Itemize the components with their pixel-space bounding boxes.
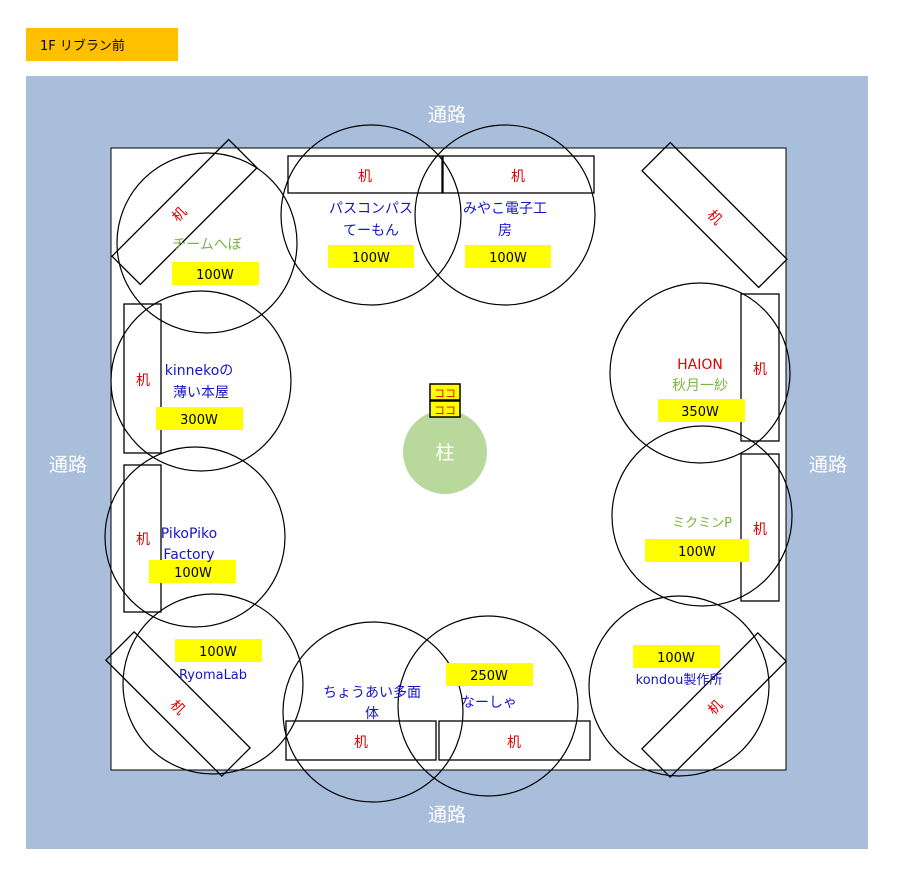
power-label: 350W — [681, 405, 719, 420]
booth-name: ミクミンP — [672, 516, 732, 531]
corridor-right-label: 通路 — [809, 454, 847, 476]
desk-right-1 — [740, 293, 780, 442]
power-badge — [175, 639, 262, 662]
booth-name-line: Factory — [163, 547, 214, 563]
pillar-label: 柱 — [435, 442, 454, 464]
desk-label: 机 — [507, 735, 521, 751]
power-badge — [446, 663, 533, 686]
booth-name-line: てーもん — [343, 223, 399, 239]
desk-bottom-1 — [285, 720, 437, 761]
power-badge — [633, 645, 720, 668]
booth-name-line: みやこ電子工 — [463, 201, 547, 217]
here-marker-1 — [429, 383, 461, 401]
booth-name-line: 体 — [365, 706, 379, 722]
booth-circle — [609, 282, 791, 464]
desk-diag-top-left — [111, 138, 258, 286]
desk-label: 机 — [136, 532, 150, 548]
booth-name-line: 房 — [498, 223, 512, 239]
power-label: 100W — [199, 645, 237, 660]
booth-circle — [611, 425, 793, 607]
desk-label: 机 — [354, 735, 368, 751]
here-marker-1-label: ココ — [434, 387, 456, 400]
power-badge — [328, 245, 414, 268]
power-badge — [645, 539, 749, 562]
desk-label: 机 — [358, 169, 372, 185]
booth-circle — [588, 595, 770, 777]
desk-label: 机 — [511, 169, 525, 185]
booth-name: チームへぼ — [172, 237, 242, 253]
power-label: 100W — [678, 545, 716, 560]
floor-label-badge: 1F リブラン前 — [26, 28, 178, 61]
booth-name-line: kinnekoの — [165, 363, 234, 379]
desk-left-2 — [123, 464, 162, 613]
power-label: 100W — [196, 268, 234, 283]
desk-bottom-2 — [438, 720, 591, 761]
corridor-left-label: 通路 — [49, 454, 87, 476]
power-label: 250W — [470, 669, 508, 684]
booth-circle — [414, 124, 596, 306]
power-label: 100W — [489, 251, 527, 266]
power-badge — [465, 245, 551, 268]
booth-name-line: ちょうあい多面 — [323, 684, 421, 701]
booth-name: なーしゃ — [461, 695, 517, 711]
desk-left-1 — [123, 303, 162, 454]
corridor-bottom-label: 通路 — [428, 804, 466, 826]
power-label: 300W — [180, 413, 218, 428]
booth-name: RyomaLab — [179, 668, 247, 683]
here-marker-2-label: ココ — [434, 404, 456, 417]
booth-name-line: パスコンパス — [329, 201, 413, 217]
desk-diag-bottom-right — [640, 631, 788, 779]
power-label: 100W — [657, 651, 695, 666]
booth-circle — [282, 621, 464, 803]
desk-label: 机 — [753, 362, 767, 378]
desk-right-2 — [740, 453, 780, 602]
power-badge — [156, 407, 243, 430]
power-badge — [658, 399, 745, 422]
power-badge — [149, 560, 236, 583]
power-label: 100W — [352, 251, 390, 266]
desk-top-2 — [442, 155, 595, 194]
power-label: 100W — [174, 566, 212, 581]
booth-circle — [397, 615, 579, 797]
desk-label: 机 — [753, 522, 767, 538]
power-badge — [172, 262, 259, 285]
booth-circle — [116, 152, 298, 334]
here-marker-2 — [429, 400, 461, 418]
booth-name-line: 秋月一紗 — [672, 378, 728, 394]
corridor-top-label: 通路 — [428, 104, 466, 126]
booth-name-line: 薄い本屋 — [173, 385, 229, 401]
booth-circle — [110, 290, 292, 472]
booth-circle — [122, 593, 304, 775]
floor-label: 1F リブラン前 — [40, 39, 125, 54]
pillar — [403, 410, 487, 494]
booth-circle — [104, 446, 286, 628]
desk-top-1 — [287, 155, 443, 194]
booth-name-line: PikoPiko — [161, 526, 217, 542]
desk-diag-top-right — [641, 141, 788, 289]
desk-label: 机 — [136, 373, 150, 389]
booth-circle — [280, 124, 462, 306]
booth-name: kondou製作所 — [636, 673, 723, 688]
booth-name-line: HAION — [677, 357, 723, 373]
desk-diag-bottom-left — [104, 630, 252, 778]
